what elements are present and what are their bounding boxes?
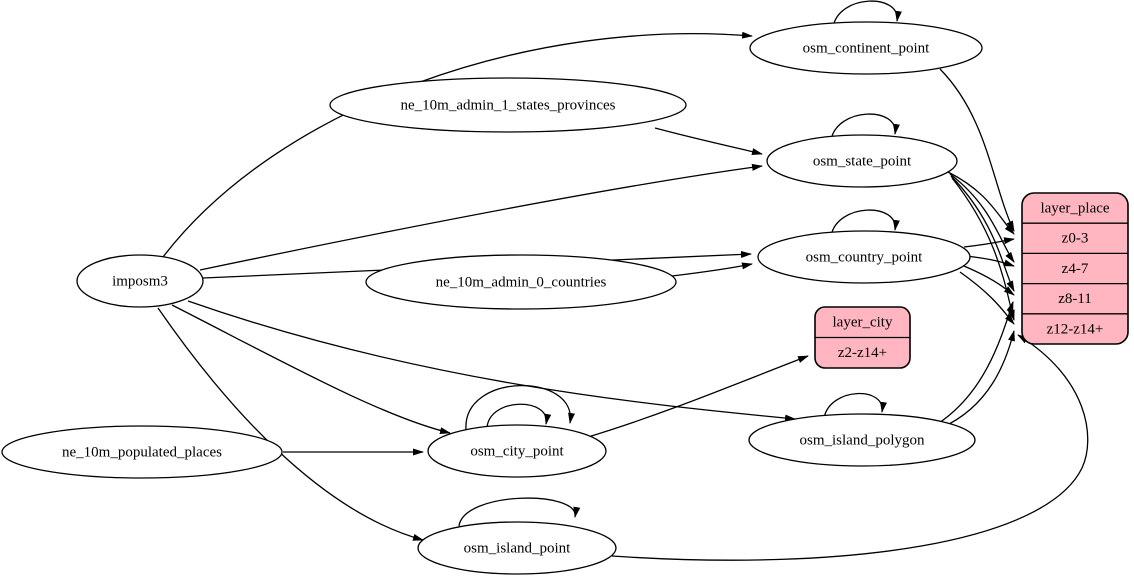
- edge-osm_country_point-to-layer_place:z4-7: [965, 255, 1015, 267]
- edge-imposm3-to-osm_island_polygon: [187, 300, 796, 422]
- edge-osm_state_point-to-layer_place:z4-7: [949, 173, 1015, 263]
- record-row-layer_place-z0-3: z0-3: [1062, 231, 1089, 247]
- node-shape-osm_state_point: [766, 134, 958, 188]
- edge-imposm3-to-osm_city_point: [171, 304, 451, 435]
- node-shape-ne_10m_admin_1_states_provinces: [329, 77, 687, 133]
- node-shape-osm_island_polygon: [748, 413, 976, 467]
- node-ne_10m_admin_1_states_provinces: ne_10m_admin_1_states_provinces: [329, 77, 687, 133]
- node-label-ne_10m_admin_1_states_provinces: ne_10m_admin_1_states_provinces: [401, 97, 616, 113]
- node-shape-osm_island_point: [417, 521, 617, 575]
- node-osm_continent_point: osm_continent_point: [749, 21, 983, 75]
- nodes-layer: imposm3 ne_10m_admin_1_states_provincesne…: [1, 21, 983, 575]
- node-ne_10m_admin_0_countries: ne_10m_admin_0_countries: [365, 254, 677, 310]
- self-loop-osm_continent_point-0: [832, 0, 902, 28]
- node-label-ne_10m_admin_0_countries: ne_10m_admin_0_countries: [436, 274, 607, 290]
- node-label-ne_10m_populated_places: ne_10m_populated_places: [62, 444, 222, 460]
- self-loop-osm_city_point-4: [486, 403, 552, 429]
- node-label-osm_city_point: osm_city_point: [470, 443, 564, 459]
- edge-osm_island_point-to-layer_place:z12-z14+: [611, 334, 1089, 561]
- node-label-imposm3: imposm3: [112, 273, 168, 289]
- edge-imposm3-to-osm_island_point: [157, 307, 424, 541]
- edge-osm_state_point-to-layer_place:z8-11: [950, 175, 1015, 292]
- self-loop-osm_country_point-2: [830, 209, 900, 237]
- edge-osm_state_point-to-layer_place:z0-3: [947, 171, 1015, 235]
- record-row-layer_city-layer_city: layer_city: [833, 315, 893, 331]
- edge-osm_island_polygon-to-layer_place:z12-z14+: [940, 330, 1015, 429]
- records-layer: layer_place z0-3 z4-7 z8-11 z12-z14+ layer_ci…: [814, 192, 1129, 369]
- node-label-osm_continent_point: osm_continent_point: [803, 40, 930, 56]
- node-ne_10m_populated_places: ne_10m_populated_places: [1, 425, 283, 479]
- node-imposm3: imposm3: [76, 254, 204, 308]
- node-shape-osm_city_point: [427, 424, 607, 478]
- self-loop-osm_state_point-1: [830, 113, 900, 141]
- node-osm_country_point: osm_country_point: [757, 230, 971, 284]
- edge-osm_country_point-to-layer_place:z12-z14+: [959, 271, 1015, 325]
- edge-osm_city_point-to-layer_city:z2-z14+: [587, 355, 809, 438]
- edge-osm_continent_point-to-layer_place:z0-3: [939, 68, 1015, 232]
- record-row-layer_city-z2-z14+: z2-z14+: [838, 345, 887, 361]
- node-shape-osm_country_point: [757, 230, 971, 284]
- edge-imposm3-to-osm_continent_point: [162, 31, 753, 258]
- node-osm_city_point: osm_city_point: [427, 424, 607, 478]
- edge-osm_country_point-to-layer_place:z0-3: [963, 237, 1015, 248]
- node-osm_state_point: osm_state_point: [766, 134, 958, 188]
- edge-osm_country_point-to-layer_place:z8-11: [963, 265, 1015, 296]
- record-shape-layer_place: [1021, 192, 1129, 345]
- node-shape-ne_10m_admin_0_countries: [365, 254, 677, 310]
- record-layer_city: layer_city z2-z14+: [814, 306, 911, 369]
- record-layer_place: layer_place z0-3 z4-7 z8-11 z12-z14+: [1021, 192, 1129, 345]
- edge-osm_island_polygon-to-layer_place:z8-11: [935, 301, 1014, 426]
- node-shape-imposm3: [76, 254, 204, 308]
- node-osm_island_polygon: osm_island_polygon: [748, 413, 976, 467]
- record-row-layer_place-z12-z14+: z12-z14+: [1047, 321, 1104, 337]
- record-row-layer_place-layer_place: layer_place: [1040, 201, 1109, 217]
- record-row-layer_place-z4-7: z4-7: [1062, 261, 1089, 277]
- edge-ne_10m_admin_1_states_provinces-to-osm_state_point: [654, 127, 763, 155]
- record-row-layer_place-z8-11: z8-11: [1058, 291, 1092, 307]
- self-loop-osm_island_point-6: [458, 497, 581, 527]
- node-label-osm_state_point: osm_state_point: [813, 153, 912, 169]
- node-label-osm_country_point: osm_country_point: [806, 249, 923, 265]
- node-shape-osm_continent_point: [749, 21, 983, 75]
- node-osm_island_point: osm_island_point: [417, 521, 617, 575]
- node-label-osm_island_polygon: osm_island_polygon: [799, 432, 925, 448]
- node-shape-ne_10m_populated_places: [1, 425, 283, 479]
- node-label-osm_island_point: osm_island_point: [464, 540, 572, 556]
- self-loop-osm_city_point-3: [465, 384, 575, 431]
- edge-ne_10m_admin_0_countries-to-osm_country_point: [671, 262, 753, 277]
- edge-imposm3-to-osm_state_point: [199, 163, 763, 271]
- self-loop-osm_island_polygon-5: [823, 392, 887, 419]
